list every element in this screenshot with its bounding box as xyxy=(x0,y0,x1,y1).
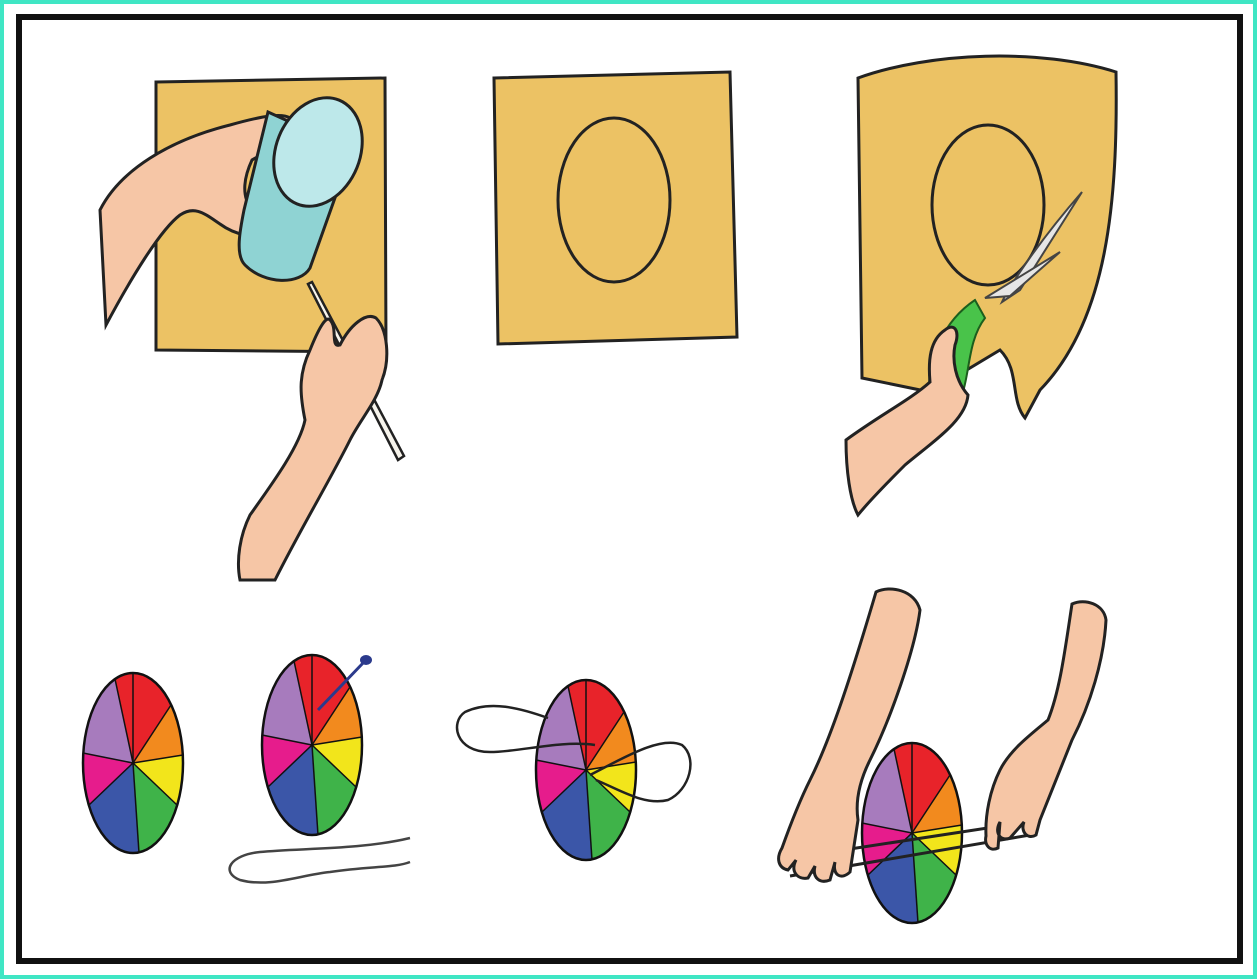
right-hand xyxy=(238,317,386,580)
step-spin-wheel xyxy=(778,589,1106,924)
step-trace-circle xyxy=(100,78,404,580)
step-paper-with-circle xyxy=(494,72,737,344)
right-hand xyxy=(986,602,1106,849)
paper-sheet xyxy=(494,72,737,344)
paper-sheet xyxy=(858,56,1116,418)
step-string-threaded xyxy=(457,680,690,861)
step-cut-circle xyxy=(846,56,1116,515)
step-wheel-pin-string xyxy=(230,655,410,883)
string-icon xyxy=(230,838,410,883)
step-color-wheel xyxy=(83,673,183,854)
